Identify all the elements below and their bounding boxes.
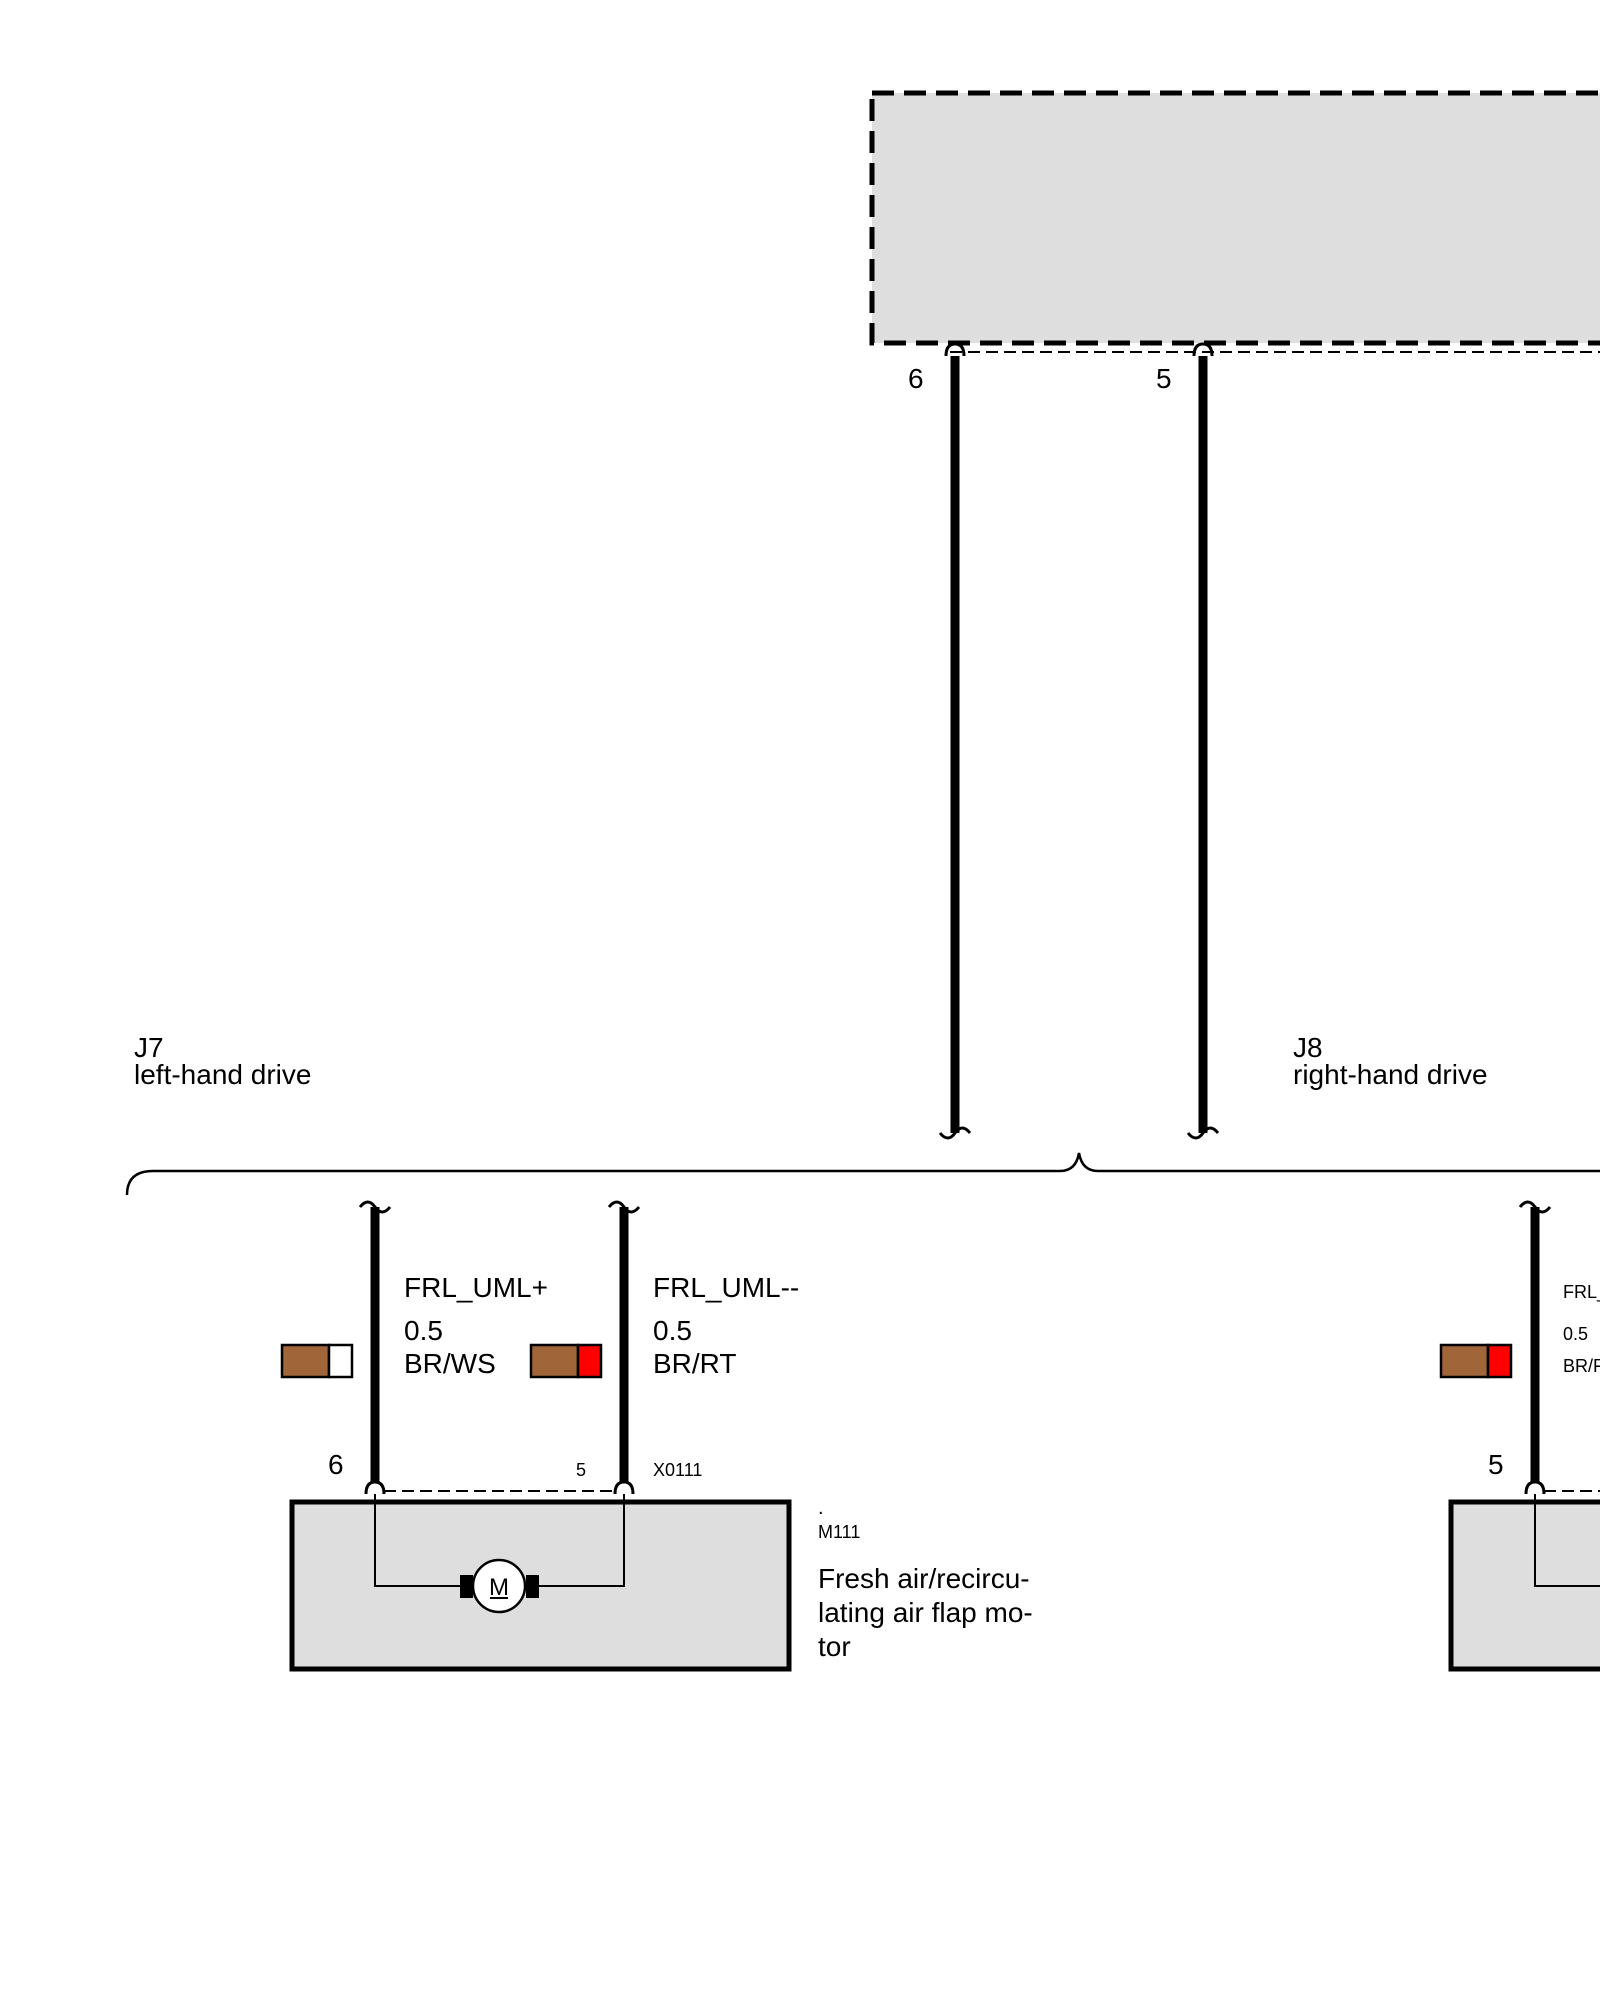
lhd-wire-right-swatch-secondary [576, 1343, 603, 1379]
rhd-wire-swatch-primary [1439, 1343, 1490, 1379]
motor-circuit-left [374, 1494, 462, 1587]
lhd-wire-left-size: 0.5 [404, 1315, 443, 1346]
component-name-line-2: lating air flap mo- [818, 1597, 1033, 1628]
lhd-wire-right-swatch-primary [529, 1343, 580, 1379]
rhd-component-pin-hook [1524, 1480, 1546, 1495]
control-unit-box [869, 90, 1600, 346]
motor-symbol-label: M [489, 1574, 509, 1601]
rhd-wire-signal: FRL_ [1563, 1282, 1600, 1303]
top-pin-6-label: 6 [908, 363, 924, 394]
lhd-wire-left-swatch-secondary [327, 1343, 354, 1379]
component-pin-6-label: 6 [328, 1449, 344, 1480]
rhd-wire-color-code: BR/F [1563, 1356, 1600, 1376]
top-pin-6-hook [944, 342, 966, 357]
lhd-wire-left-swatch-primary [280, 1343, 331, 1379]
rhd-wire-swatch-secondary [1486, 1343, 1513, 1379]
rhd-wire-size: 0.5 [1563, 1324, 1588, 1344]
motor-circuit-right [537, 1494, 625, 1587]
variant-bracket [125, 1152, 1600, 1196]
lhd-wire-right-size: 0.5 [653, 1315, 692, 1346]
component-pin-6-hook [364, 1480, 386, 1495]
variant-right-label: right-hand drive [1293, 1059, 1488, 1090]
rhd-motor-circuit [1534, 1494, 1600, 1587]
top-wire-6-break [938, 1126, 972, 1140]
motor-icon [471, 1558, 527, 1614]
component-name-line-3: tor [818, 1631, 851, 1662]
lhd-wire-right-signal: FRL_UML-- [653, 1272, 799, 1303]
lhd-wire-left-signal: FRL_UML+ [404, 1272, 548, 1303]
variant-left-label: left-hand drive [134, 1059, 311, 1090]
top-pin-5-label: 5 [1156, 363, 1172, 394]
component-pin-5-hook [613, 1480, 635, 1495]
component-id: M111 [818, 1522, 860, 1542]
rhd-component-pin-label: 5 [1488, 1449, 1504, 1480]
lhd-wire-left-color-code: BR/WS [404, 1348, 496, 1379]
component-dot: . [818, 1497, 824, 1519]
component-name-line-1: Fresh air/recircu- [818, 1563, 1030, 1594]
motor-brush-left [460, 1575, 473, 1598]
top-pin-5-hook [1192, 342, 1214, 357]
lhd-wire-right-color-code: BR/RT [653, 1348, 737, 1379]
top-wire-5-break [1186, 1126, 1220, 1140]
component-connector-id: X0111 [653, 1460, 702, 1480]
variant-right-code: J8 [1293, 1032, 1323, 1063]
motor-brush-right [526, 1575, 539, 1598]
variant-left-code: J7 [134, 1032, 164, 1063]
component-pin-5-label: 5 [576, 1460, 586, 1480]
